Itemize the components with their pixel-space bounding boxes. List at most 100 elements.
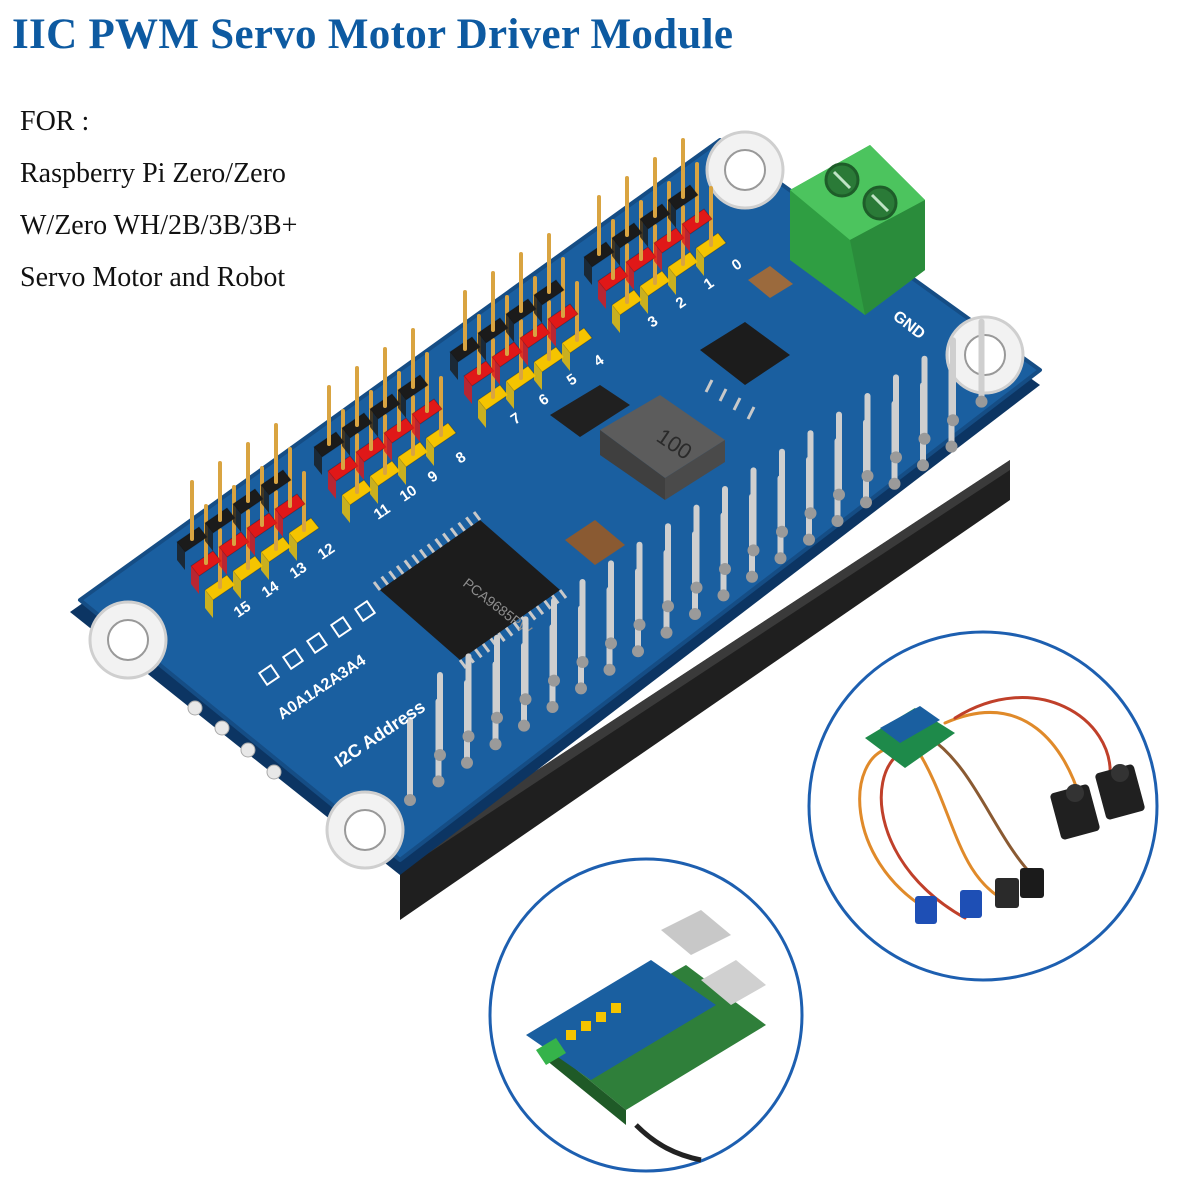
gpio-pin-base: [662, 600, 674, 613]
gpio-pin-base: [518, 719, 530, 732]
chip-leg: [558, 589, 568, 599]
gpio-pin-base: [746, 570, 758, 583]
servo-pin-block-side: [654, 243, 662, 271]
gpio-pin-base: [491, 711, 503, 724]
compat-line: W/Zero WH/2B/3B/3B+: [20, 210, 298, 241]
servo-pin-block-side: [412, 414, 420, 442]
gpio-pin-base: [404, 794, 416, 806]
gpio-pin-base: [774, 552, 787, 565]
chip-leg: [395, 564, 405, 575]
power-terminal-block: [790, 145, 925, 315]
channel-label: 12: [315, 540, 338, 563]
gpio-pin-base: [717, 589, 730, 602]
servo-pin-block-side: [534, 362, 542, 390]
gpio-pin-base: [747, 544, 760, 557]
capacitor: [565, 520, 625, 565]
servo-pin-block-side: [289, 533, 297, 561]
servo-pin-block-side: [478, 400, 486, 428]
gpio-pin-base: [804, 507, 817, 520]
servo-pin-block-side: [668, 267, 676, 295]
servo-pin-block-side: [342, 428, 350, 456]
channel-label: 10: [397, 482, 420, 505]
chip-leg: [472, 511, 482, 521]
chip-leg: [449, 527, 459, 538]
servo-motors-inset-photo: [807, 630, 1159, 982]
chip-leg: [388, 570, 397, 581]
servo-pin-block-side: [398, 390, 406, 418]
servo-pin-block-side: [328, 471, 336, 499]
gpio-pin-base: [776, 525, 788, 538]
gpio-pin-base: [489, 738, 502, 751]
mini-board: [865, 706, 955, 768]
gpio-pin-base: [576, 656, 589, 668]
gpio-pin-base: [719, 563, 731, 575]
chip-leg: [403, 559, 412, 570]
servo-pin-block-side: [275, 509, 283, 537]
servo-pin-block-side: [612, 305, 620, 333]
servo-pin-block-side: [612, 238, 620, 266]
regulator-chip: [700, 322, 790, 420]
gpio-pin-base: [831, 515, 844, 527]
pcb-board: [78, 138, 1042, 862]
servo-pin-block-side: [261, 485, 269, 513]
mounting-hole: [705, 130, 785, 210]
servo-pin-block-side: [506, 314, 514, 342]
address-solder-pads: [257, 599, 377, 687]
chip-leg: [481, 642, 491, 653]
gpio-pin-base: [434, 749, 446, 761]
mounting-hole: [325, 790, 405, 870]
chip-leg: [497, 632, 506, 642]
gpio-pin-base: [603, 663, 616, 676]
chip-leg: [457, 521, 466, 532]
servo-pin-block-side: [219, 547, 227, 575]
gpio-pin-header: [404, 318, 988, 806]
compat-line: Servo Motor and Robot: [20, 262, 286, 293]
chip-leg: [442, 532, 451, 543]
gpio-pin-base: [461, 756, 473, 769]
gpio-pin-base: [689, 608, 701, 620]
gpio-pin-base: [462, 730, 475, 743]
channel-label: 15: [231, 598, 254, 621]
gpio-pin-base: [890, 451, 902, 464]
servo-pin-block-side: [598, 281, 606, 309]
gpio-pin-base: [632, 645, 644, 658]
gpio-pin-base: [860, 496, 872, 509]
compatibility-list: FOR : Raspberry Pi Zero/Zero W/Zero WH/2…: [20, 96, 297, 304]
raspberry-pi-stack-inset-photo: [488, 857, 804, 1173]
chip-leg: [434, 538, 443, 548]
servo-pin-block-side: [205, 590, 213, 618]
servo-pin-block-side: [426, 438, 434, 466]
channel-label: 11: [371, 500, 394, 523]
servo-motor: [915, 764, 1145, 924]
servo-pin-block-side: [356, 452, 364, 480]
gpio-pin-base: [519, 693, 532, 706]
chip-leg: [528, 610, 537, 621]
chip-leg: [543, 599, 552, 610]
servo-pin-block-side: [261, 552, 269, 580]
gpio-pin-base: [888, 477, 901, 490]
gpio-pin-base: [575, 682, 587, 695]
chip-leg: [458, 659, 468, 669]
servo-pin-block-side: [370, 409, 378, 437]
servo-pin-block-side: [562, 343, 570, 371]
gpio-pin-base: [917, 459, 929, 472]
chip-leg: [504, 626, 514, 637]
servo-pin-block-side: [506, 381, 514, 409]
servo-pin-block-side: [696, 248, 704, 276]
channel-label: 13: [287, 559, 310, 582]
servo-pin-block-side: [534, 295, 542, 323]
servo-pin-block-side: [233, 571, 241, 599]
servo-pin-block-side: [640, 286, 648, 314]
servo-pin-block-side: [450, 352, 458, 380]
gpio-pin-base: [861, 470, 874, 482]
chip-leg: [426, 543, 436, 554]
chip-leg: [372, 581, 382, 591]
gpio-pin-base: [546, 701, 559, 713]
servo-pin-block-side: [682, 224, 690, 252]
chip-leg: [380, 575, 389, 586]
servo-pin-headers: [176, 138, 727, 618]
gpio-pin-base: [833, 488, 845, 501]
gpio-pin-base: [660, 626, 673, 639]
gpio-pin-base: [690, 581, 703, 594]
servo-pin-block-side: [384, 433, 392, 461]
